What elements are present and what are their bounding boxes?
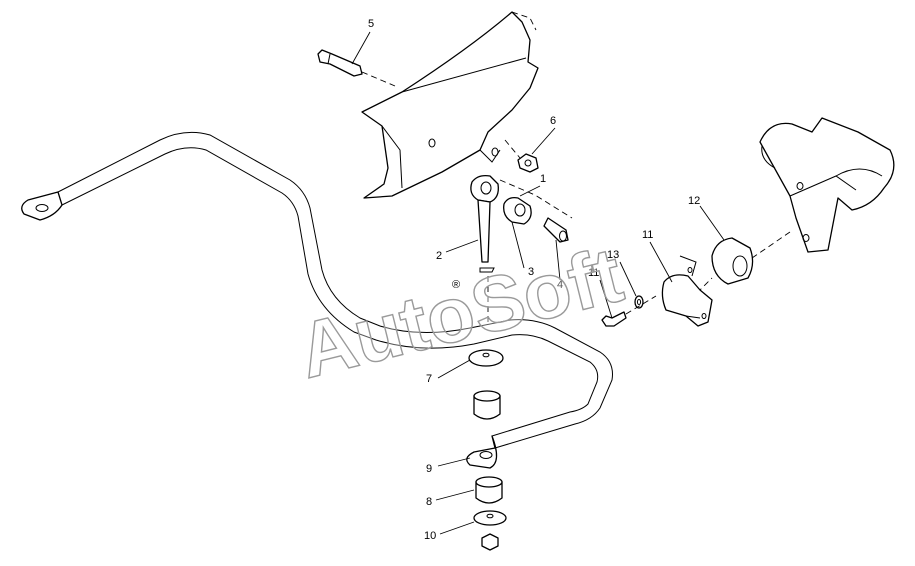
callout-13: 13 bbox=[607, 249, 619, 261]
frame-bracket bbox=[361, 11, 539, 199]
upper-rubber-bushing bbox=[473, 390, 501, 420]
callout-10: 10 bbox=[424, 530, 436, 542]
callout-11-bolt: 11 bbox=[588, 267, 599, 279]
lower-rubber-bushing-part-8 bbox=[475, 476, 503, 504]
link-part-2 bbox=[470, 174, 573, 322]
callout-9: 9 bbox=[426, 463, 432, 475]
washer-part-13 bbox=[634, 295, 644, 309]
bolt-part-5 bbox=[317, 49, 396, 87]
callout-11-clamp: 11 bbox=[642, 229, 653, 241]
callout-7: 7 bbox=[426, 373, 432, 385]
callout-8: 8 bbox=[426, 496, 432, 508]
callout-5: 5 bbox=[368, 18, 374, 30]
bushing-part-3 bbox=[503, 196, 532, 225]
washer-part-10 bbox=[473, 510, 507, 526]
callout-12: 12 bbox=[688, 195, 700, 207]
washer-part-7 bbox=[468, 349, 504, 367]
bushing-part-12 bbox=[689, 231, 791, 301]
watermark-text: AutoSoft bbox=[290, 230, 631, 395]
stabilizer-bar bbox=[21, 131, 613, 469]
nut-part-6 bbox=[504, 139, 539, 173]
callout-6: 6 bbox=[550, 115, 556, 127]
callout-3: 3 bbox=[528, 266, 534, 278]
bolt-part-11 bbox=[601, 295, 657, 327]
watermark-registered-mark: ® bbox=[452, 279, 460, 291]
callout-2: 2 bbox=[436, 250, 442, 262]
right-frame-bracket bbox=[759, 117, 895, 253]
callout-1: 1 bbox=[540, 173, 546, 185]
leader-lines bbox=[351, 31, 725, 535]
sleeve-part-4 bbox=[543, 217, 569, 243]
callout-numbers: 5 6 1 2 3 4 7 9 8 10 11 13 11 12 bbox=[368, 18, 700, 542]
nut-lower bbox=[481, 533, 499, 551]
clamp-part-11 bbox=[661, 255, 713, 327]
callout-4: 4 bbox=[557, 279, 563, 291]
